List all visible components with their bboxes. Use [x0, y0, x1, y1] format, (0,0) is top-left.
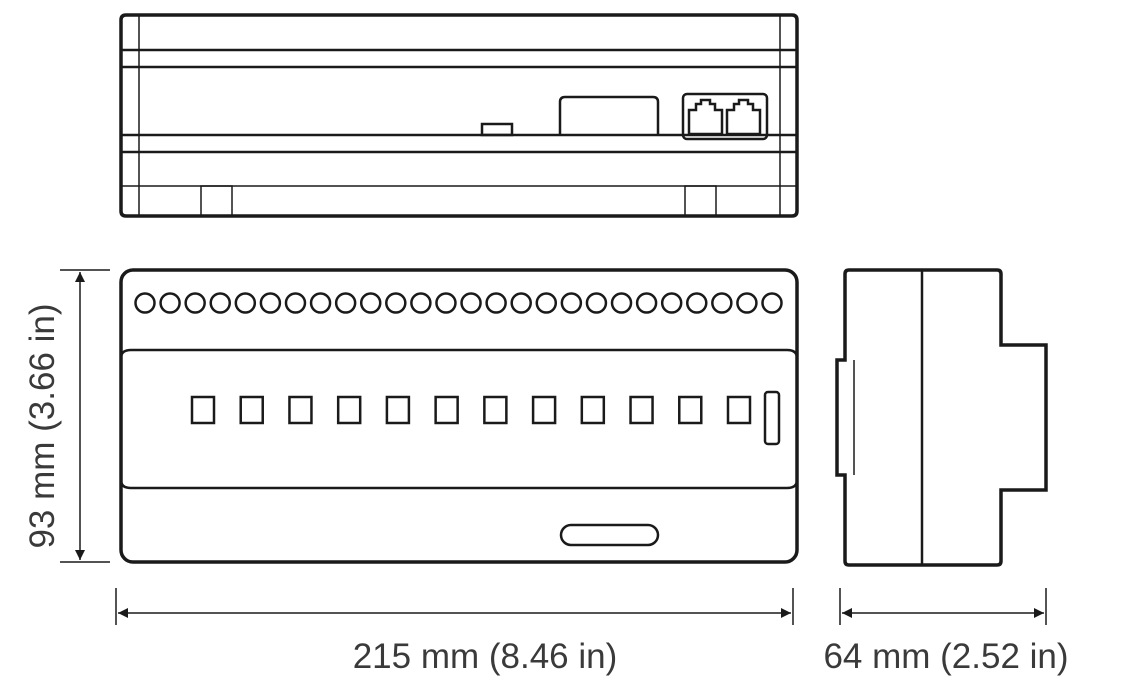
terminal-screw [259, 292, 282, 314]
label-window [558, 95, 660, 135]
terminal-screw [711, 292, 733, 314]
latch-right [684, 185, 717, 217]
cover-panel [119, 348, 799, 490]
switch-row [190, 395, 752, 425]
front-view-body [119, 268, 799, 564]
height-dimension: 93 mm (3.66 in) [23, 269, 110, 563]
depth-label: 64 mm (2.52 in) [823, 637, 1068, 676]
terminal-screw [234, 292, 257, 314]
rj-port-housing [681, 92, 769, 141]
terminal-screw [385, 292, 407, 314]
terminal-screw [686, 292, 708, 314]
terminal-screw [159, 292, 181, 314]
channel-switch [678, 395, 703, 425]
terminal-screw [284, 292, 307, 314]
terminal-screw [585, 292, 608, 314]
height-label: 93 mm (3.66 in) [23, 303, 62, 548]
channel-switch [239, 395, 264, 425]
side-view-body [835, 268, 1048, 567]
width-label: 215 mm (8.46 in) [353, 637, 618, 676]
terminal-screw [485, 292, 507, 314]
channel-switch [483, 395, 508, 425]
depth-dimension: 64 mm (2.52 in) [823, 588, 1069, 676]
terminal-screw [184, 292, 206, 314]
rj-port-block [681, 92, 769, 141]
terminal-screw [435, 292, 457, 314]
terminal-row [134, 292, 783, 314]
terminal-screw [560, 292, 583, 314]
channel-switch [629, 395, 654, 425]
terminal-screw [359, 292, 382, 314]
terminal-screw [535, 292, 558, 314]
terminal-screw [736, 292, 758, 314]
led-window [480, 122, 514, 137]
label-slot [559, 523, 660, 547]
channel-switch [288, 395, 313, 425]
terminal-screw [334, 292, 357, 314]
status-window [763, 390, 781, 446]
terminal-screw [610, 292, 633, 314]
channel-switch [580, 395, 606, 425]
latch-left [200, 185, 233, 217]
width-dimension: 215 mm (8.46 in) [115, 588, 794, 676]
terminal-screw [134, 292, 156, 314]
channel-switch [190, 395, 216, 425]
terminal-screw [209, 292, 231, 314]
terminal-screw [660, 292, 683, 314]
terminal-screw [309, 292, 332, 314]
channel-switch [434, 395, 459, 425]
channel-switch [726, 395, 752, 425]
top-view [119, 13, 799, 218]
rj-port-1 [687, 98, 724, 136]
channel-switch [336, 395, 362, 425]
channel-switch [531, 395, 557, 425]
terminal-screw [635, 292, 658, 314]
terminal-screw [460, 292, 482, 314]
front-view [119, 268, 799, 564]
terminal-screw [410, 292, 432, 314]
rj-port-2 [725, 98, 762, 136]
side-view [835, 268, 1048, 567]
channel-switch [385, 395, 411, 425]
top-view-body [119, 13, 799, 218]
terminal-screw [510, 292, 532, 314]
terminal-screw [761, 292, 783, 314]
